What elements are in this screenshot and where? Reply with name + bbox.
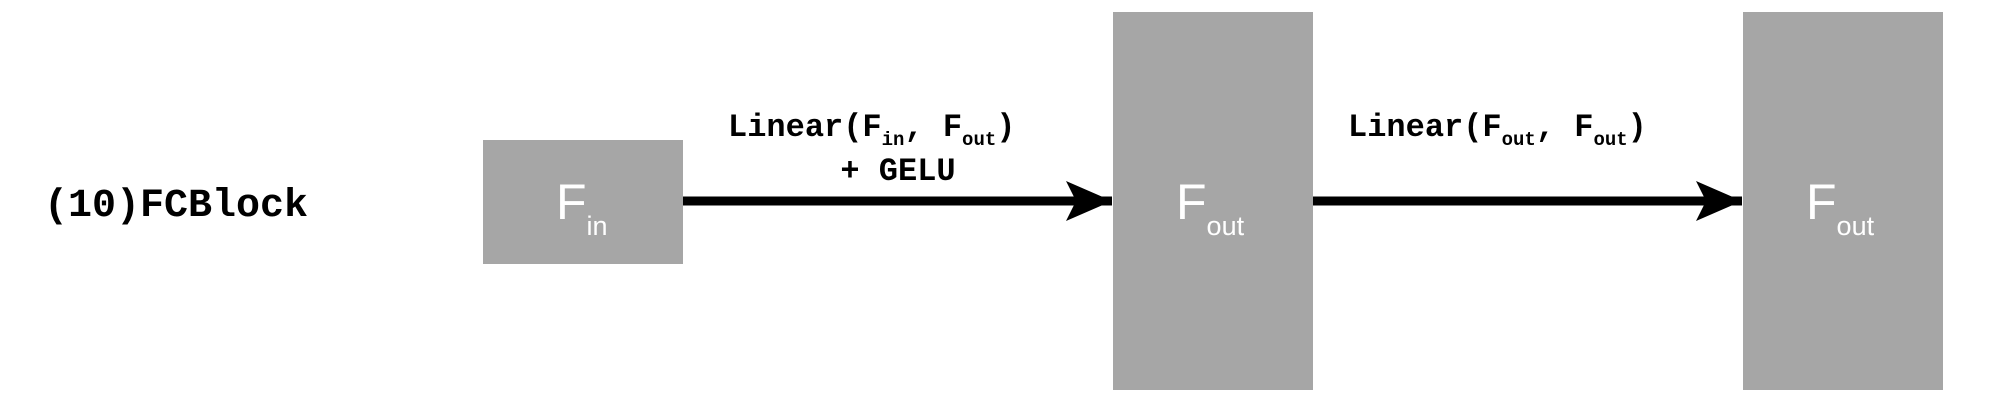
edge-1-operation-label: Linear(Fin, Fout) (728, 109, 1015, 151)
edge-2-operation-label: Linear(Fout, Fout) (1348, 109, 1647, 151)
edge-1-activation-label: + GELU (840, 153, 955, 190)
hidden-node-label: Fout (1176, 174, 1245, 241)
output-node-box (1743, 12, 1943, 390)
hidden-node-box (1113, 12, 1313, 390)
block-label: (10)FCBlock (44, 184, 308, 229)
output-node-label: Fout (1806, 174, 1875, 241)
input-node-box (483, 140, 683, 264)
input-node-label: Fin (556, 174, 608, 241)
